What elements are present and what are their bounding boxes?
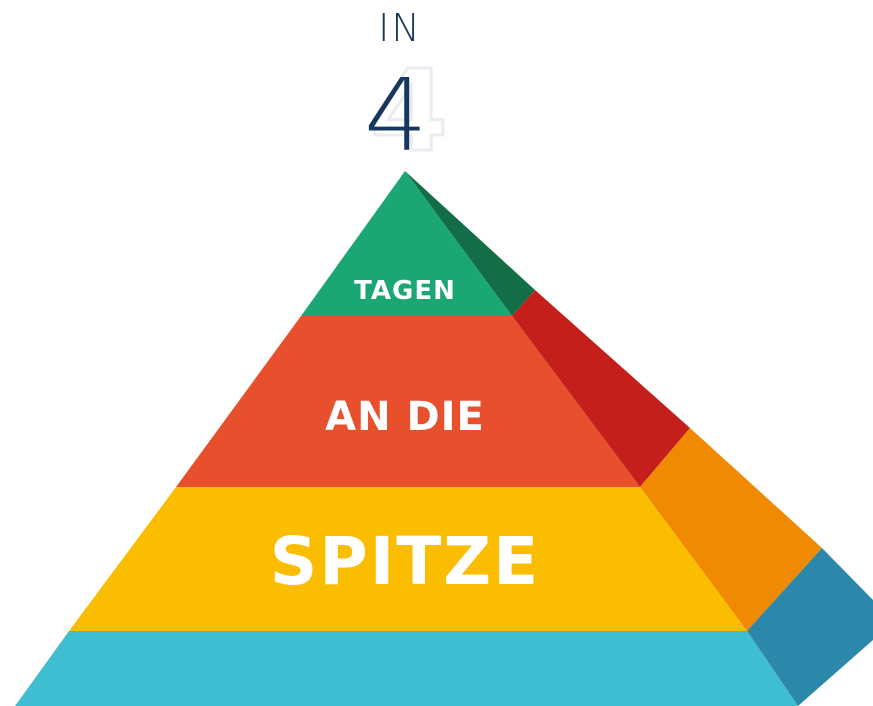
heading-number-shadow: 4 [370, 47, 448, 177]
tier-label-upper: AN DIE [325, 394, 485, 440]
heading-number-text: 4 [364, 57, 428, 174]
tier-label-top: TAGEN [354, 276, 456, 306]
tier-middle-front [69, 487, 747, 631]
tier-upper-front [176, 316, 640, 487]
tier-base-front [15, 631, 798, 706]
tier-label-middle: SPITZE [269, 523, 541, 600]
tier-top-front [301, 171, 512, 316]
tier-top-side [405, 171, 535, 316]
tier-upper-side [512, 290, 690, 487]
tier-base-side [747, 548, 873, 706]
heading-prefix: IN [378, 6, 422, 50]
heading-number: 4 4 [364, 46, 449, 179]
tier-middle-side [640, 428, 822, 631]
